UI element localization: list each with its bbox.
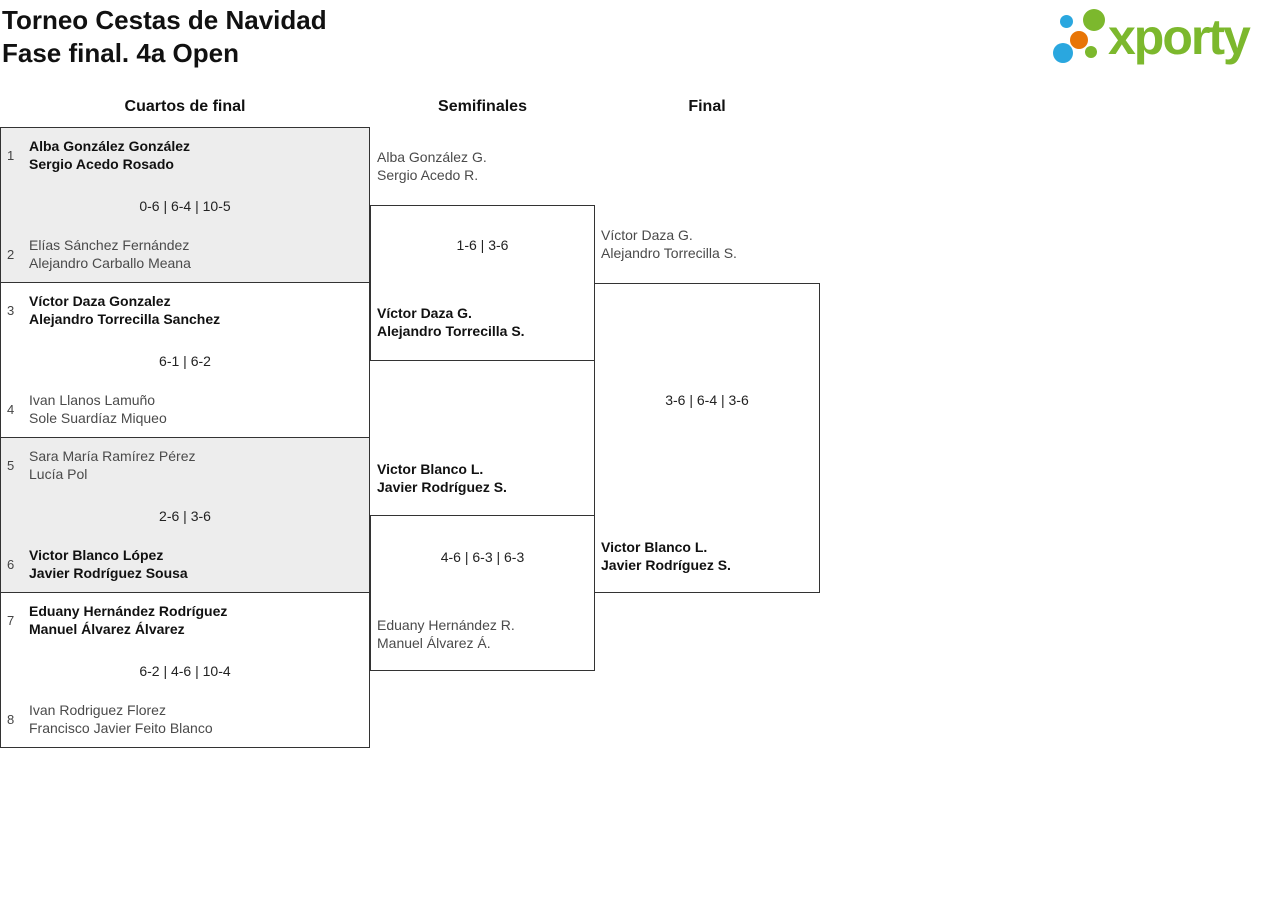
seed-number: 5	[7, 457, 15, 473]
seed-number: 3	[7, 302, 15, 318]
player-name: Elías Sánchez Fernández	[29, 237, 190, 253]
team-names: Victor Blanco López Javier Rodríguez Sou…	[29, 546, 188, 582]
semifinal-2-team-1: Victor Blanco L. Javier Rodríguez S.	[377, 460, 507, 496]
player-name: Victor Blanco L.	[601, 539, 708, 555]
player-name: Lucía Pol	[29, 466, 88, 482]
player-name: Eduany Hernández R.	[377, 617, 515, 633]
tournament-name: Torneo Cestas de Navidad	[2, 5, 327, 35]
logo-dot-icon	[1053, 43, 1073, 63]
match-score: 0-6 | 6-4 | 10-5	[139, 198, 231, 214]
player-name: Sergio Acedo R.	[377, 167, 479, 183]
logo-dot-icon	[1070, 31, 1088, 49]
round-header-quarterfinals: Cuartos de final	[124, 98, 246, 115]
player-name: Ivan Llanos Lamuño	[29, 392, 156, 408]
round-header-final: Final	[688, 98, 726, 115]
player-name: Eduany Hernández Rodríguez	[29, 603, 228, 619]
seed-number: 4	[7, 401, 15, 417]
final-match-box	[594, 283, 820, 593]
final-team-2: Victor Blanco L. Javier Rodríguez S.	[601, 538, 731, 574]
player-name: Manuel Álvarez Álvarez	[29, 621, 185, 637]
quarterfinal-match-1: 1 Alba González González Sergio Acedo Ro…	[0, 127, 370, 283]
xporty-logo[interactable]: xporty	[1050, 6, 1275, 78]
player-name: Sara María Ramírez Pérez	[29, 448, 196, 464]
player-name: Victor Blanco L.	[377, 461, 484, 477]
quarterfinal-match-3: 5 Sara María Ramírez Pérez Lucía Pol 2-6…	[0, 437, 370, 593]
player-name: Alejandro Carballo Meana	[29, 255, 191, 271]
seed-number: 8	[7, 711, 15, 727]
team-names: Alba González González Sergio Acedo Rosa…	[29, 137, 190, 173]
player-name: Alejandro Torrecilla Sanchez	[29, 311, 221, 327]
player-name: Sole Suardíaz Miqueo	[29, 410, 167, 426]
player-name: Alba González G.	[377, 149, 487, 165]
round-header-semifinals: Semifinales	[438, 98, 527, 115]
semifinal-2-score: 4-6 | 6-3 | 6-3	[440, 549, 525, 565]
semifinal-match-2-box	[370, 515, 595, 671]
team-names: Sara María Ramírez Pérez Lucía Pol	[29, 447, 196, 483]
logo-wordmark: xporty	[1108, 9, 1251, 65]
team-names: Víctor Daza Gonzalez Alejandro Torrecill…	[29, 292, 220, 328]
semifinal-1-team-1: Alba González G. Sergio Acedo R.	[377, 148, 487, 184]
player-name: Víctor Daza Gonzalez	[29, 293, 171, 309]
final-team-1: Víctor Daza G. Alejandro Torrecilla S.	[601, 226, 737, 262]
player-name: Javier Rodríguez S.	[601, 557, 731, 573]
player-name: Víctor Daza G.	[377, 305, 472, 321]
player-name: Francisco Javier Feito Blanco	[29, 720, 213, 736]
logo-dot-icon	[1060, 15, 1073, 28]
player-name: Alejandro Torrecilla S.	[601, 245, 737, 261]
page-title: Torneo Cestas de Navidad Fase final. 4a …	[2, 4, 327, 70]
team-names: Eduany Hernández Rodríguez Manuel Álvare…	[29, 602, 227, 638]
match-score: 6-2 | 4-6 | 10-4	[139, 663, 231, 679]
player-name: Alejandro Torrecilla S.	[377, 323, 525, 339]
player-name: Victor Blanco López	[29, 547, 164, 563]
player-name: Alba González González	[29, 138, 191, 154]
quarterfinal-match-4: 7 Eduany Hernández Rodríguez Manuel Álva…	[0, 592, 370, 748]
phase-name: Fase final. 4a Open	[2, 38, 239, 68]
semifinal-1-score: 1-6 | 3-6	[456, 237, 509, 253]
team-names: Ivan Rodriguez Florez Francisco Javier F…	[29, 701, 213, 737]
final-score: 3-6 | 6-4 | 3-6	[665, 392, 749, 408]
player-name: Ivan Rodriguez Florez	[29, 702, 166, 718]
player-name: Sergio Acedo Rosado	[29, 156, 174, 172]
match-score: 6-1 | 6-2	[159, 353, 211, 369]
seed-number: 7	[7, 612, 15, 628]
seed-number: 6	[7, 556, 15, 572]
logo-dot-icon	[1083, 9, 1105, 31]
team-names: Elías Sánchez Fernández Alejandro Carbal…	[29, 236, 191, 272]
player-name: Víctor Daza G.	[601, 227, 693, 243]
seed-number: 1	[7, 147, 15, 163]
logo-dot-icon	[1085, 46, 1097, 58]
seed-number: 2	[7, 246, 15, 262]
team-names: Ivan Llanos Lamuño Sole Suardíaz Miqueo	[29, 391, 167, 427]
player-name: Javier Rodríguez S.	[377, 479, 507, 495]
player-name: Manuel Álvarez Á.	[377, 635, 491, 651]
quarterfinal-match-2: 3 Víctor Daza Gonzalez Alejandro Torreci…	[0, 282, 370, 438]
player-name: Javier Rodríguez Sousa	[29, 565, 188, 581]
semifinal-2-team-2: Eduany Hernández R. Manuel Álvarez Á.	[377, 616, 515, 652]
match-score: 2-6 | 3-6	[159, 508, 211, 524]
semifinal-1-team-2: Víctor Daza G. Alejandro Torrecilla S.	[377, 304, 525, 340]
